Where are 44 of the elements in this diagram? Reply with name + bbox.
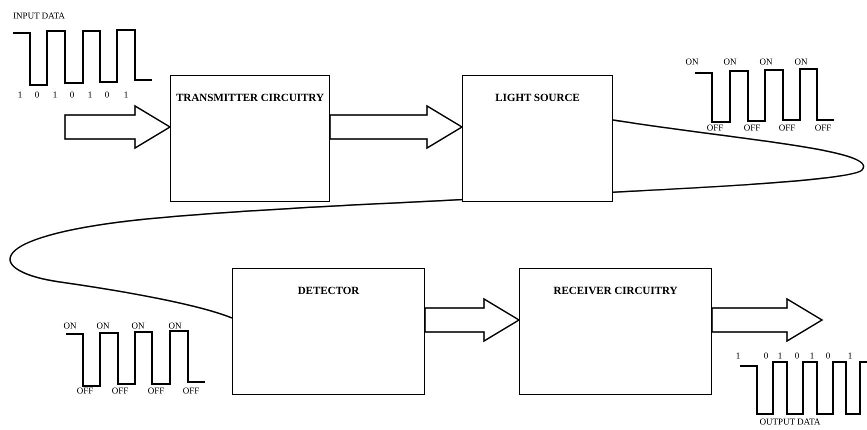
- signal-label: ON: [794, 58, 808, 66]
- signal-label: OFF: [76, 386, 94, 396]
- signal-label: OFF: [778, 124, 796, 132]
- signal-label: 1: [52, 90, 58, 100]
- signal-label: 1: [124, 90, 128, 100]
- block-arrow: [329, 104, 464, 150]
- signal-label: OFF: [112, 386, 128, 396]
- signal-label: 0: [794, 352, 800, 360]
- signal-label: ON: [168, 322, 182, 330]
- signal-label: ON: [64, 322, 76, 330]
- signal-label: OFF: [706, 124, 724, 132]
- block-title: TRANSMITTER CIRCUITRY: [176, 92, 324, 106]
- block-box: [232, 268, 425, 395]
- signal-label: OFF: [182, 386, 200, 396]
- block-box: [170, 75, 330, 202]
- signal-label: OFF: [814, 124, 832, 132]
- block-title: DETECTOR: [298, 285, 360, 299]
- signal-label: 1: [848, 352, 852, 360]
- block-arrow: [64, 104, 172, 150]
- signal-label: 1: [88, 90, 92, 100]
- signal-label: ON: [96, 322, 110, 330]
- signal-label: 0: [70, 90, 74, 100]
- signal-label: 0: [764, 352, 768, 360]
- block-arrow: [424, 298, 520, 342]
- signal-label: ON: [760, 58, 772, 66]
- signal-label: 1: [18, 90, 22, 100]
- signal-label: OFF: [744, 124, 760, 132]
- signal-label: OFF: [148, 386, 164, 396]
- signal-label: ON: [132, 322, 144, 330]
- signal-label: 0: [104, 90, 110, 100]
- block-box: [462, 75, 613, 202]
- signal-label: 1: [736, 352, 740, 360]
- signal-label: 0: [34, 90, 40, 100]
- block-box: [519, 268, 712, 395]
- signal-label: OUTPUT DATA: [760, 418, 820, 426]
- block-arrow: [711, 298, 824, 342]
- signal-label: INPUT DATA: [13, 12, 65, 20]
- block-title: LIGHT SOURCE: [495, 92, 580, 106]
- signal-label: 1: [810, 352, 814, 360]
- signal-label: 0: [826, 352, 830, 360]
- signal-label: ON: [686, 58, 698, 66]
- signal-label: 1: [778, 352, 782, 360]
- signal-label: ON: [724, 58, 736, 66]
- block-title: RECEIVER CIRCUITRY: [554, 285, 678, 299]
